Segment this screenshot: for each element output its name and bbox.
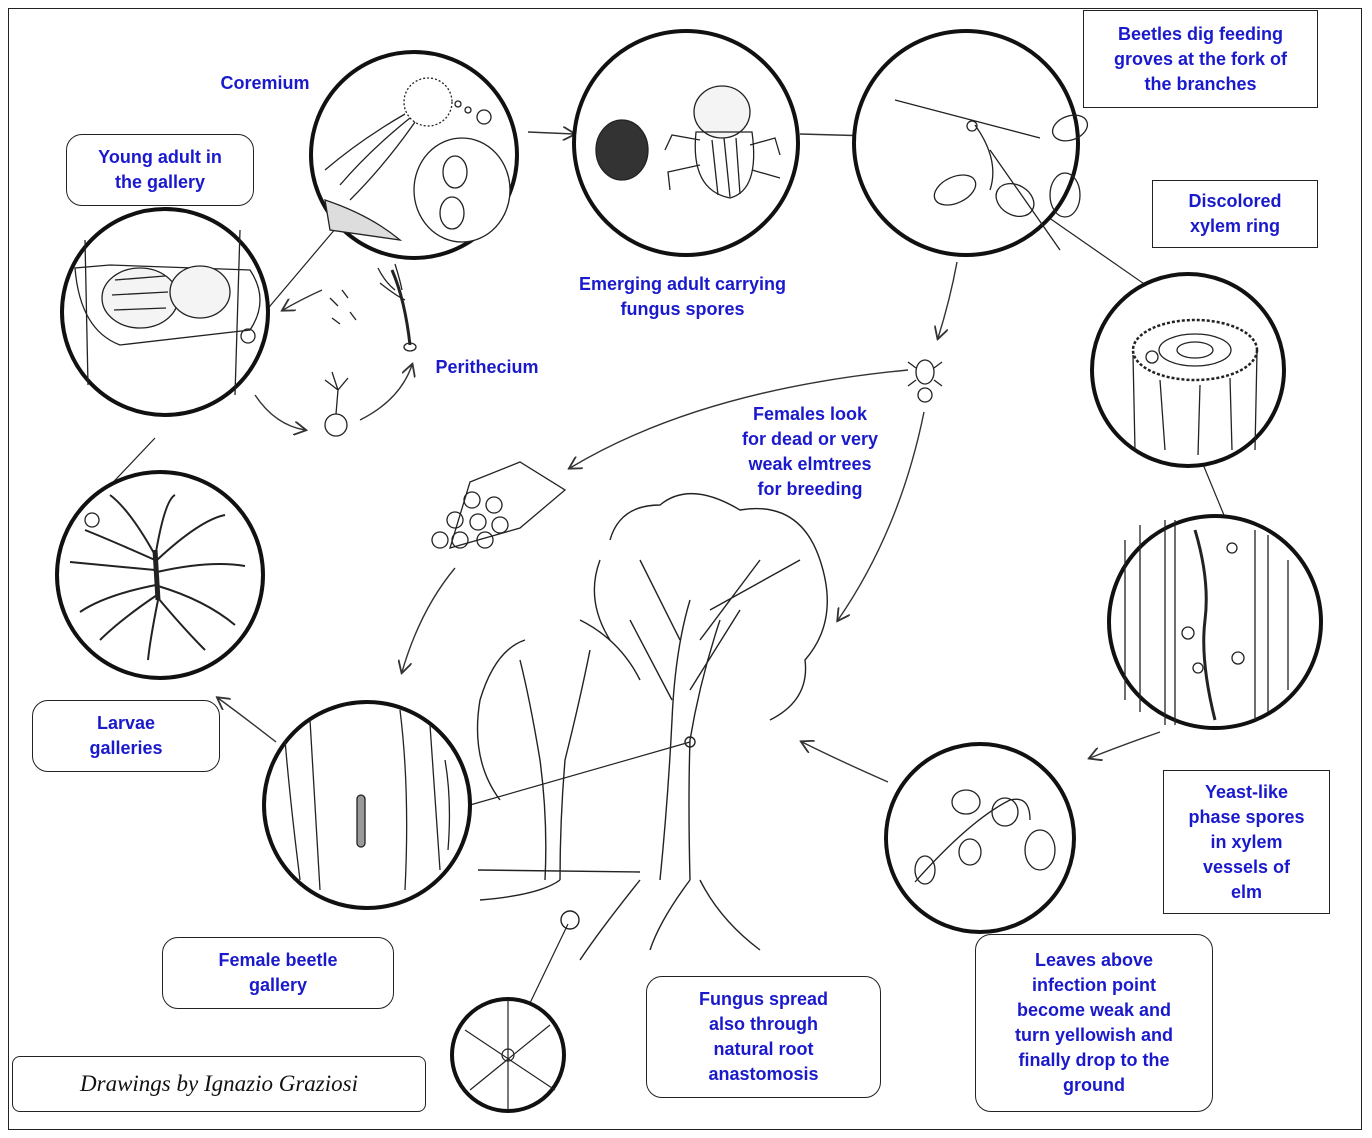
larvae-circle (57, 472, 263, 678)
xylem-vessels-circle (1109, 516, 1321, 728)
leaves-circle (886, 744, 1074, 932)
perithecium-drawing (325, 264, 416, 436)
emerging-adult-label: Emerging adult carrying fungus spores (540, 272, 825, 322)
yeast-phase-box: Yeast-like phase spores in xylem vessels… (1163, 770, 1330, 914)
discolored-xylem-box: Discolored xylem ring (1152, 180, 1318, 248)
young-adult-box: Young adult in the gallery (66, 134, 254, 206)
coremium-label: Coremium (200, 71, 330, 96)
leaves-box: Leaves above infection point become weak… (975, 934, 1213, 1112)
credit-box: Drawings by Ignazio Graziosi (12, 1056, 426, 1112)
branch-fork-circle (854, 31, 1078, 255)
larvae-galleries-box: Larvae galleries (32, 700, 220, 772)
fungus-spread-box: Fungus spread also through natural root … (646, 976, 881, 1098)
woodpile-drawing (432, 462, 565, 548)
perithecium-label: Perithecium (418, 355, 556, 380)
female-gallery-circle (264, 702, 470, 908)
elm-trees-drawing (478, 494, 828, 960)
beetles-dig-box: Beetles dig feeding groves at the fork o… (1083, 10, 1318, 108)
females-look-label: Females look for dead or very weak elmtr… (725, 402, 895, 502)
female-gallery-box: Female beetle gallery (162, 937, 394, 1009)
small-beetle-drawing (908, 360, 942, 402)
